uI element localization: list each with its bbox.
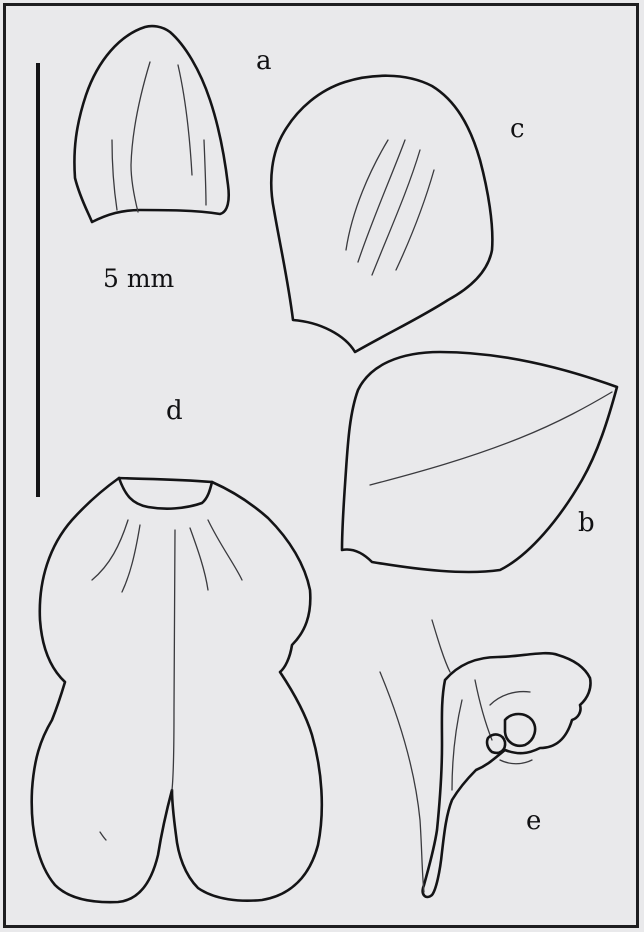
- part-d-labellum: [32, 478, 322, 902]
- scale-label: 5 mm: [103, 266, 174, 291]
- label-a: a: [256, 48, 272, 74]
- part-b-lateral-sepal: [342, 352, 617, 572]
- label-e: e: [526, 808, 541, 834]
- label-c: c: [510, 116, 525, 142]
- part-a-dorsal-sepal: [74, 26, 228, 222]
- label-b: b: [578, 510, 595, 536]
- part-c-petal: [271, 76, 492, 352]
- part-e-column: [380, 620, 591, 897]
- label-d: d: [166, 398, 183, 424]
